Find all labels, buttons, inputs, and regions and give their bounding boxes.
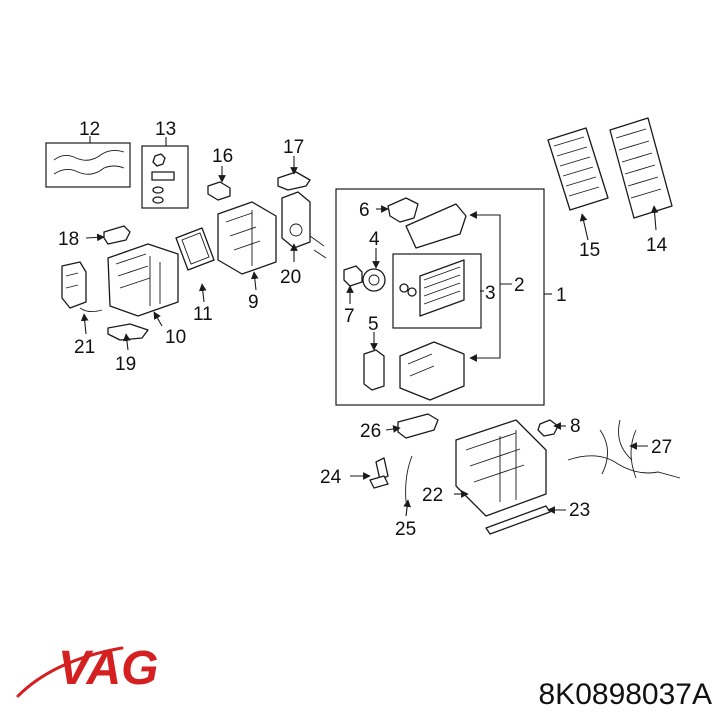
callout-12: 12 bbox=[79, 119, 100, 140]
callout-5: 5 bbox=[368, 314, 379, 335]
callout-8: 8 bbox=[570, 416, 581, 437]
callout-14: 14 bbox=[646, 235, 668, 256]
callout-25: 25 bbox=[395, 519, 416, 540]
hose-part-24 bbox=[369, 457, 389, 489]
housing-part-20 bbox=[281, 191, 327, 259]
callout-23: 23 bbox=[569, 500, 590, 521]
callout-11: 11 bbox=[193, 304, 213, 325]
callout-27: 27 bbox=[651, 437, 672, 458]
filter-part-15 bbox=[547, 127, 609, 211]
resistor-part-7 bbox=[343, 265, 363, 287]
callout-18: 18 bbox=[58, 229, 79, 250]
bracket-part-19 bbox=[107, 323, 149, 341]
frame-hoses-12 bbox=[45, 142, 131, 188]
clip-part-16 bbox=[207, 181, 231, 201]
frame-main-assembly-1 bbox=[335, 188, 545, 406]
logo-text: VAG bbox=[58, 642, 158, 695]
leader-lines bbox=[80, 136, 659, 517]
callout-2: 2 bbox=[514, 275, 525, 296]
callout-19: 19 bbox=[115, 354, 136, 375]
callout-3: 3 bbox=[485, 283, 496, 304]
callout-16: 16 bbox=[212, 146, 233, 167]
callout-20: 20 bbox=[280, 267, 301, 288]
vag-logo: VAG bbox=[16, 642, 158, 698]
callout-labels: 1 2 3 4 5 6 7 8 9 10 11 12 13 14 15 16 1… bbox=[58, 119, 672, 540]
bracket-part-18 bbox=[103, 225, 131, 245]
hoses-part-12 bbox=[53, 149, 125, 175]
callout-7: 7 bbox=[344, 306, 355, 327]
callout-10: 10 bbox=[165, 327, 186, 348]
panel-part-21 bbox=[61, 261, 103, 313]
callout-9: 9 bbox=[248, 292, 259, 313]
duct-part-6 bbox=[387, 197, 467, 249]
harness-part-27 bbox=[567, 419, 681, 479]
frame-hardware-13 bbox=[141, 145, 189, 209]
part-number: 8K0898037A bbox=[538, 678, 713, 711]
filter-part-11 bbox=[175, 227, 215, 271]
callout-13: 13 bbox=[155, 119, 176, 140]
callout-6: 6 bbox=[359, 200, 370, 221]
callout-21: 21 bbox=[74, 337, 95, 358]
bracket-part-17 bbox=[277, 171, 311, 191]
case-part-10 bbox=[107, 243, 179, 317]
callout-4: 4 bbox=[369, 229, 380, 250]
motor-part-4 bbox=[362, 268, 386, 292]
logo-swoosh bbox=[16, 646, 124, 698]
callout-24: 24 bbox=[320, 467, 342, 488]
callout-22: 22 bbox=[422, 485, 443, 506]
sensor-part-8 bbox=[537, 419, 559, 437]
callout-1: 1 bbox=[556, 285, 567, 306]
callout-26: 26 bbox=[360, 421, 381, 442]
filter-part-14 bbox=[609, 117, 673, 219]
evaporator-part-3 bbox=[399, 259, 465, 317]
callout-15: 15 bbox=[579, 240, 600, 261]
duct-part-26 bbox=[397, 413, 439, 439]
case-part-22 bbox=[455, 419, 547, 517]
callout-17: 17 bbox=[283, 137, 304, 158]
case-lower-part bbox=[399, 341, 465, 401]
housing-part-9 bbox=[217, 201, 277, 275]
sensor-part-5 bbox=[363, 349, 385, 391]
tube-part-25 bbox=[405, 455, 413, 503]
hardware-part-13 bbox=[151, 153, 175, 204]
